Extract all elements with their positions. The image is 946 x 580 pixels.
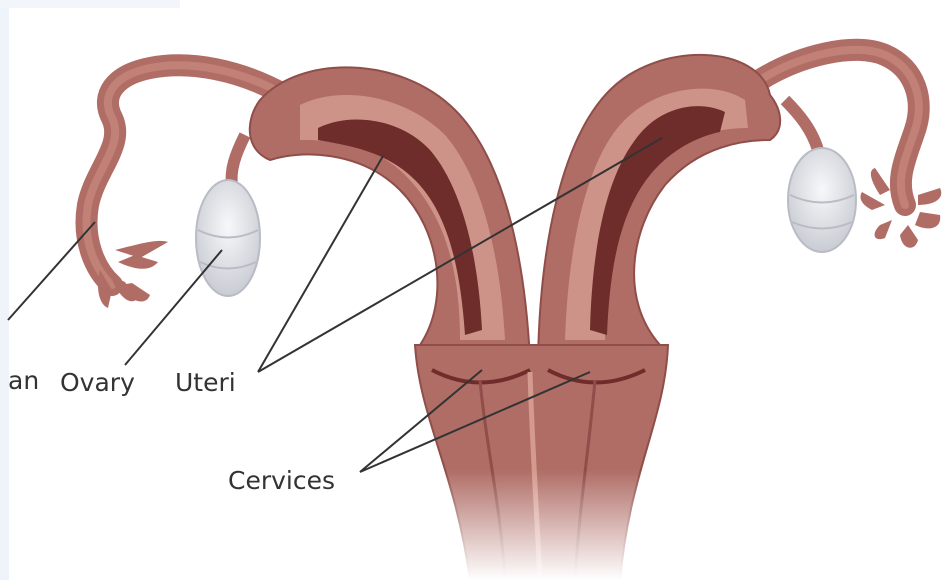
left-ovarian-ligament xyxy=(232,135,245,185)
uteri-leader-line-left xyxy=(258,156,383,372)
cervices-label: Cervices xyxy=(228,468,335,493)
right-ovary xyxy=(788,148,856,252)
fallopian-leader-line xyxy=(8,222,95,320)
uteri-label: Uteri xyxy=(175,370,236,395)
fallopian-tube-label: an xyxy=(8,368,39,393)
left-uterus xyxy=(250,67,530,380)
right-uterus xyxy=(538,55,780,380)
right-ovarian-ligament xyxy=(785,100,818,150)
ovary-label: Ovary xyxy=(60,370,135,395)
left-fallopian-tube xyxy=(87,65,285,308)
left-ovary xyxy=(196,180,260,296)
cervices-and-vagina xyxy=(415,345,670,580)
